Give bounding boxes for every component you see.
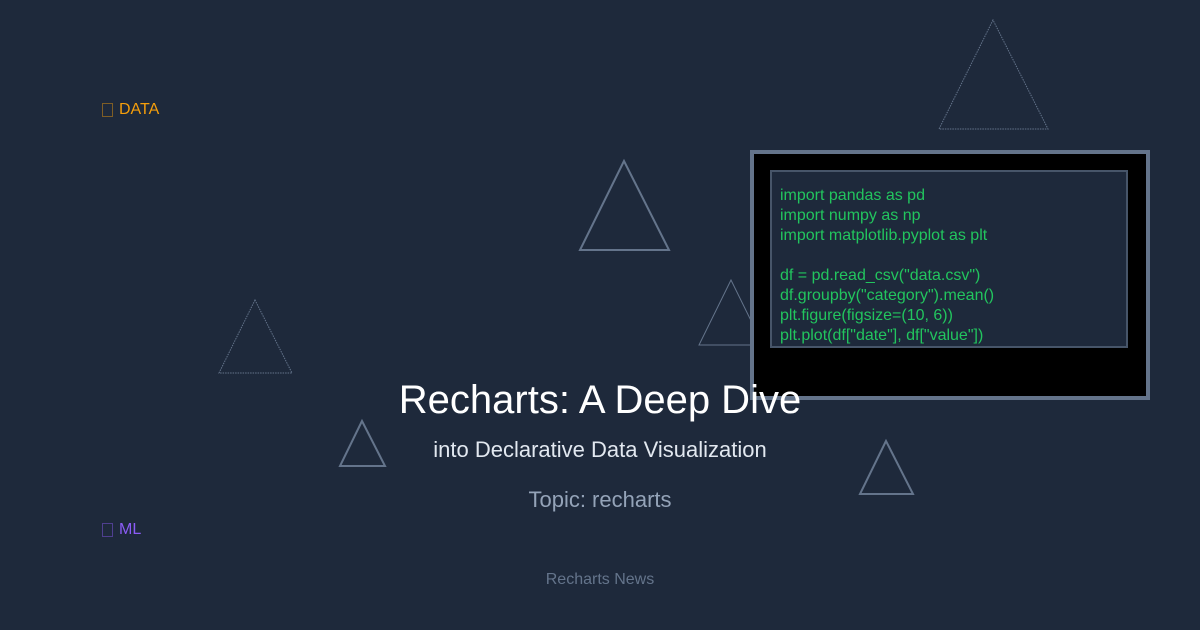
code-line: df.groupby("category").mean() xyxy=(780,287,995,304)
triangle-shape xyxy=(858,438,915,495)
triangle-shape xyxy=(938,18,1049,130)
code-window: import pandas as pd import numpy as np i… xyxy=(750,150,1150,400)
tag-ml: ML xyxy=(102,521,141,539)
subtitle: into Declarative Data Visualization xyxy=(433,437,767,462)
box-icon xyxy=(102,523,113,537)
code-line: import matplotlib.pyplot as plt xyxy=(780,227,988,244)
tag-label: DATA xyxy=(119,101,160,118)
tag-label: ML xyxy=(119,521,142,538)
footer-brand: Recharts News xyxy=(545,571,655,588)
triangle-shape xyxy=(338,418,387,467)
triangle-shape xyxy=(698,278,764,346)
code-line xyxy=(780,246,1118,266)
code-block: import pandas as pd import numpy as np i… xyxy=(770,170,1128,348)
code-line: plt.plot(df["date"], df["value"]) xyxy=(780,327,984,344)
page-title: Recharts: A Deep Dive xyxy=(398,378,802,422)
code-line: plt.figure(figsize=(10, 6)) xyxy=(780,307,953,324)
code-line: df = pd.read_csv("data.csv") xyxy=(780,267,981,284)
code-line: import numpy as np xyxy=(780,207,921,224)
triangle-shape xyxy=(578,158,671,251)
triangle-shape xyxy=(218,298,293,374)
topic-label: Topic: recharts xyxy=(528,487,672,512)
code-line: import pandas as pd xyxy=(780,187,925,204)
tag-data: DATA xyxy=(102,101,159,119)
box-icon xyxy=(102,103,113,117)
